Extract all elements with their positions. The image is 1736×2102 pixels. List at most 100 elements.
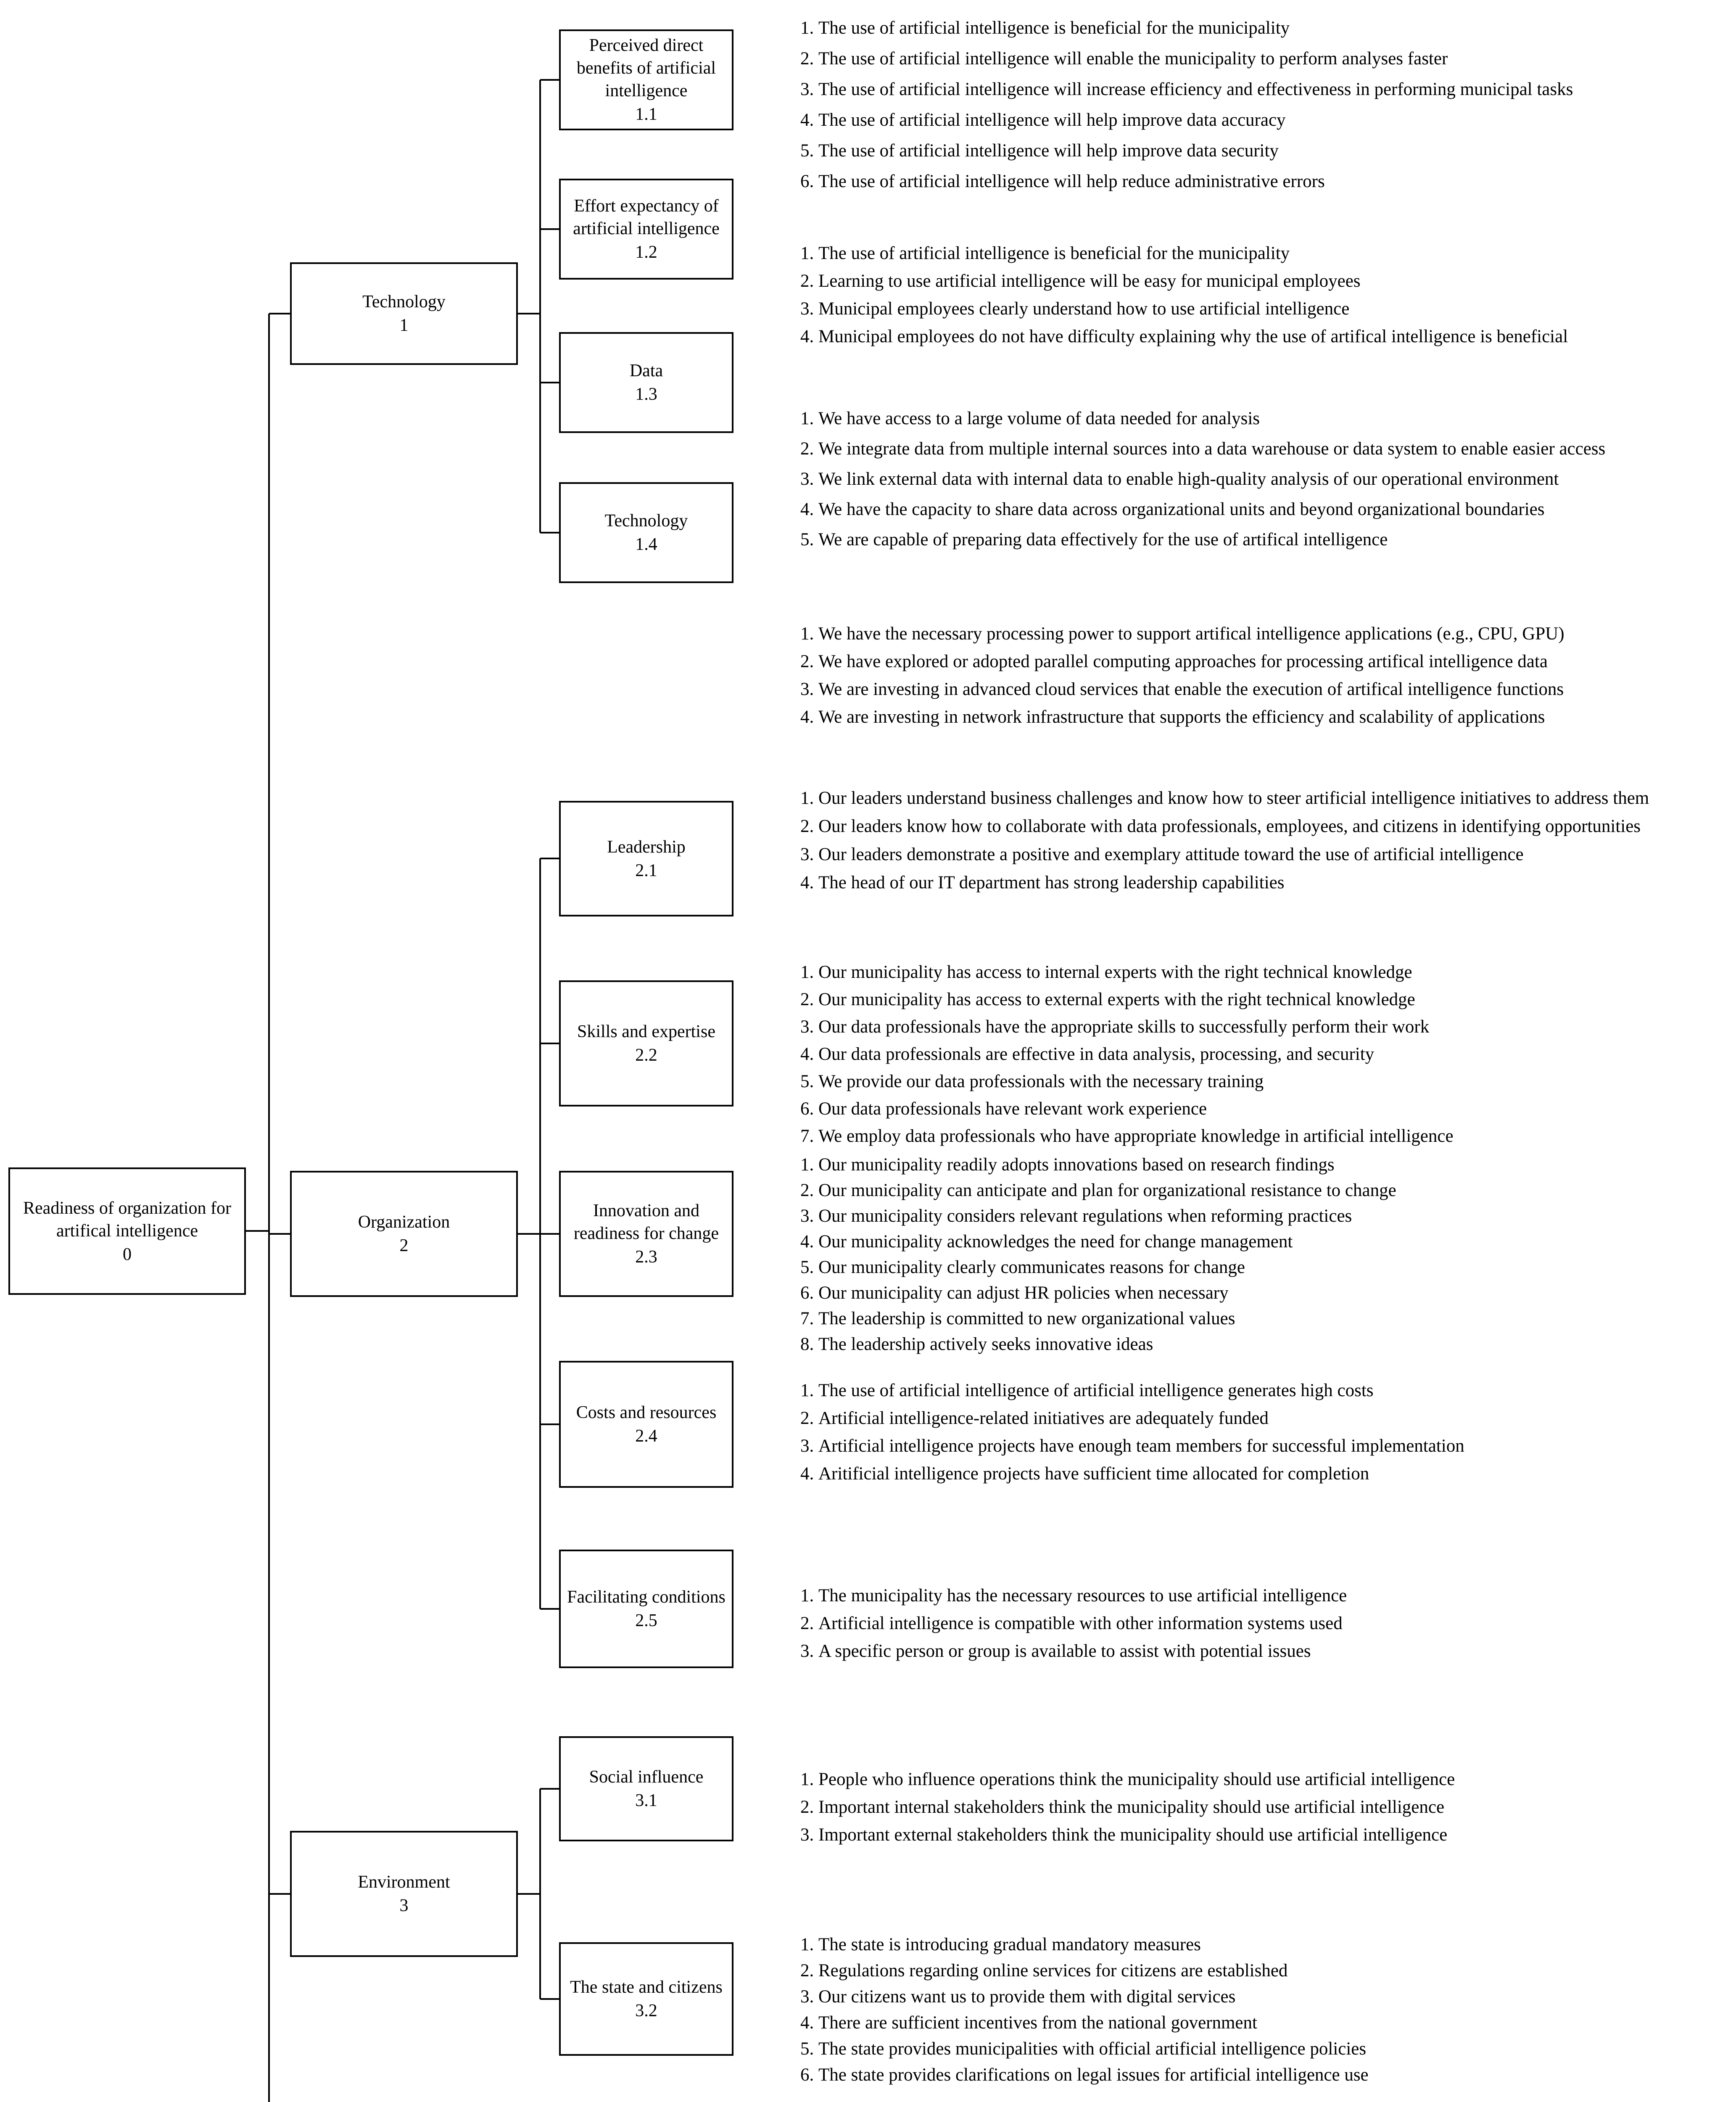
list-item: Our municipality readily adopts innovati… [818, 1152, 1736, 1178]
list-item: We link external data with internal data… [818, 464, 1736, 494]
node-2-3: Innovation and readiness for change 2.3 [559, 1171, 733, 1297]
list-item: We are investing in advanced cloud servi… [818, 676, 1736, 703]
list-item: Our citizens want us to provide them wit… [818, 1984, 1736, 2010]
node-environment-label: Environment [358, 1872, 450, 1892]
node-3-2: The state and citizens 3.2 [559, 1942, 733, 2056]
node-2-3-label: Innovation and readiness for change [573, 1201, 719, 1243]
list-item: The use of artificial intelligence of ar… [818, 1377, 1736, 1405]
items-2-2: Our municipality has access to internal … [797, 959, 1736, 1150]
node-1-2-number: 1.2 [635, 243, 657, 262]
node-technology: Technology 1 [290, 262, 518, 365]
list-item: The use of artificial intelligence will … [818, 105, 1736, 135]
list-item: The head of our IT department has strong… [818, 869, 1736, 897]
list-item: The leadership is committed to new organ… [818, 1306, 1736, 1331]
list-item: Our data professionals have the appropri… [818, 1013, 1736, 1040]
node-1-4: Technology 1.4 [559, 482, 733, 583]
node-2-2-label: Skills and expertise [577, 1022, 715, 1041]
list-item: Important internal stakeholders think th… [818, 1793, 1736, 1821]
items-1-4: We have the necessary processing power t… [797, 620, 1736, 731]
list-item: The use of artificial intelligence will … [818, 166, 1736, 197]
node-2-2: Skills and expertise 2.2 [559, 980, 733, 1106]
node-2-1: Leadership 2.1 [559, 801, 733, 916]
items-2-3: Our municipality readily adopts innovati… [797, 1152, 1736, 1357]
node-2-5-number: 2.5 [635, 1611, 657, 1630]
list-item: The use of artificial intelligence will … [818, 135, 1736, 166]
list-item: The use of artificial intelligence is be… [818, 240, 1736, 267]
node-root-number: 0 [123, 1244, 132, 1264]
list-item: We provide our data professionals with t… [818, 1068, 1736, 1095]
list-item: Municipal employees do not have difficul… [818, 323, 1736, 351]
list-item: The use of artificial intelligence will … [818, 74, 1736, 105]
list-item: The state provides clarifications on leg… [818, 2062, 1736, 2088]
list-item: Aritificial intelligence projects have s… [818, 1460, 1736, 1488]
list-item: We integrate data from multiple internal… [818, 434, 1736, 464]
node-technology-label: Technology [362, 292, 446, 312]
node-organization: Organization 2 [290, 1171, 518, 1297]
items-2-4: The use of artificial intelligence of ar… [797, 1377, 1736, 1488]
list-item: The municipality has the necessary resou… [818, 1582, 1736, 1610]
items-1-2: The use of artificial intelligence is be… [797, 240, 1736, 351]
node-2-5: Facilitating conditions 2.5 [559, 1550, 733, 1668]
list-item: Our data professionals are effective in … [818, 1040, 1736, 1068]
node-2-2-number: 2.2 [635, 1046, 657, 1065]
node-1-3-number: 1.3 [635, 385, 657, 404]
node-3-1-number: 3.1 [635, 1791, 657, 1810]
node-1-4-label: Technology [604, 511, 688, 531]
node-environment-number: 3 [399, 1896, 409, 1915]
node-organization-number: 2 [399, 1236, 409, 1255]
list-item: Our municipality can adjust HR policies … [818, 1280, 1736, 1306]
list-item: People who influence operations think th… [818, 1766, 1736, 1793]
list-item: We have access to a large volume of data… [818, 404, 1736, 434]
node-3-2-number: 3.2 [635, 2001, 657, 2020]
node-2-1-number: 2.1 [635, 861, 657, 880]
node-1-3-label: Data [629, 361, 663, 380]
list-item: Our data professionals have relevant wor… [818, 1095, 1736, 1122]
items-2-5: The municipality has the necessary resou… [797, 1582, 1736, 1665]
list-item: Our municipality has access to internal … [818, 959, 1736, 986]
items-1-3: We have access to a large volume of data… [797, 404, 1736, 555]
list-item: There are sufficient incentives from the… [818, 2010, 1736, 2036]
list-item: We are capable of preparing data effecti… [818, 525, 1736, 555]
node-3-2-label: The state and citizens [570, 1978, 723, 1997]
list-item: We have the necessary processing power t… [818, 620, 1736, 648]
list-item: Artificial intelligence is compatible wi… [818, 1610, 1736, 1637]
node-2-1-label: Leadership [607, 837, 686, 857]
node-1-4-number: 1.4 [635, 535, 657, 554]
node-1-3: Data 1.3 [559, 332, 733, 433]
node-1-2: Effort expectancy of artificial intellig… [559, 179, 733, 280]
node-2-4-label: Costs and resources [576, 1403, 717, 1422]
list-item: Municipal employees clearly understand h… [818, 295, 1736, 323]
node-1-1-number: 1.1 [635, 105, 657, 124]
list-item: The state provides municipalities with o… [818, 2036, 1736, 2062]
items-1-1: The use of artificial intelligence is be… [797, 13, 1736, 197]
node-2-5-label: Facilitating conditions [567, 1587, 726, 1607]
node-1-1: Perceived direct benefits of artificial … [559, 29, 733, 130]
node-organization-label: Organization [358, 1212, 450, 1232]
list-item: Our municipality acknowledges the need f… [818, 1229, 1736, 1254]
list-item: We have explored or adopted parallel com… [818, 648, 1736, 676]
items-3-2: The state is introducing gradual mandato… [797, 1932, 1736, 2088]
list-item: Our leaders know how to collaborate with… [818, 812, 1736, 840]
list-item: The state is introducing gradual mandato… [818, 1932, 1736, 1958]
list-item: Our leaders demonstrate a positive and e… [818, 840, 1736, 869]
node-environment: Environment 3 [290, 1831, 518, 1957]
list-item: We have the capacity to share data acros… [818, 494, 1736, 525]
list-item: Important external stakeholders think th… [818, 1821, 1736, 1849]
list-item: Our municipality can anticipate and plan… [818, 1178, 1736, 1203]
list-item: The use of artificial intelligence is be… [818, 13, 1736, 43]
list-item: Artificial intelligence projects have en… [818, 1432, 1736, 1460]
items-2-1: Our leaders understand business challeng… [797, 784, 1736, 897]
list-item: The leadership actively seeks innovative… [818, 1331, 1736, 1357]
node-technology-number: 1 [399, 316, 409, 335]
list-item: A specific person or group is available … [818, 1637, 1736, 1665]
node-2-4: Costs and resources 2.4 [559, 1361, 733, 1488]
list-item: The use of artificial intelligence will … [818, 43, 1736, 74]
list-item: Our leaders understand business challeng… [818, 784, 1736, 812]
node-3-1-label: Social influence [589, 1767, 704, 1787]
list-item: Our municipality has access to external … [818, 986, 1736, 1013]
list-item: Our municipality considers relevant regu… [818, 1203, 1736, 1229]
node-1-2-label: Effort expectancy of artificial intellig… [573, 196, 720, 238]
node-2-4-number: 2.4 [635, 1426, 657, 1446]
